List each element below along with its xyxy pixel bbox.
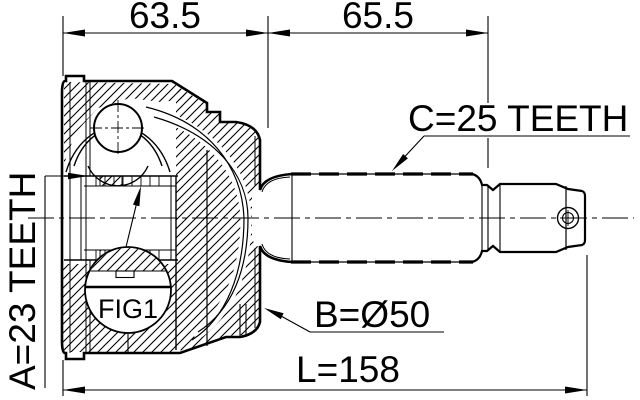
callout-outboard-spline: C=25 TEETH [392, 98, 630, 171]
top-dimension-arrows [63, 29, 488, 37]
fig1-leader-arrow [133, 186, 141, 207]
dim-65-5-label: 65.5 [342, 0, 414, 36]
length-dimension: L=158 [62, 255, 588, 396]
fig1-label: FIG1 [98, 294, 158, 324]
dim-63-5-label: 63.5 [129, 0, 201, 36]
outboard-spline-label: C=25 TEETH [408, 98, 628, 139]
hatch-top-left [64, 82, 196, 164]
body-diameter-arrow [264, 308, 284, 320]
overall-length-label: L=158 [296, 349, 400, 390]
fig1-groove-notch [115, 270, 135, 279]
callout-body-diameter: B=Ø50 [264, 294, 444, 335]
inboard-spline-label: A=23 TEETH [2, 172, 43, 390]
bearing-ball [90, 100, 146, 156]
fig1-balloon: FIG1 [84, 186, 172, 334]
inboard-spline-arrow [68, 172, 88, 180]
top-dimensions [62, 16, 489, 168]
body-diameter-label: B=Ø50 [314, 294, 430, 335]
callout-inboard-spline: A=23 TEETH [2, 172, 88, 390]
outboard-spline-arrow [392, 154, 408, 171]
part-outline [60, 74, 587, 361]
